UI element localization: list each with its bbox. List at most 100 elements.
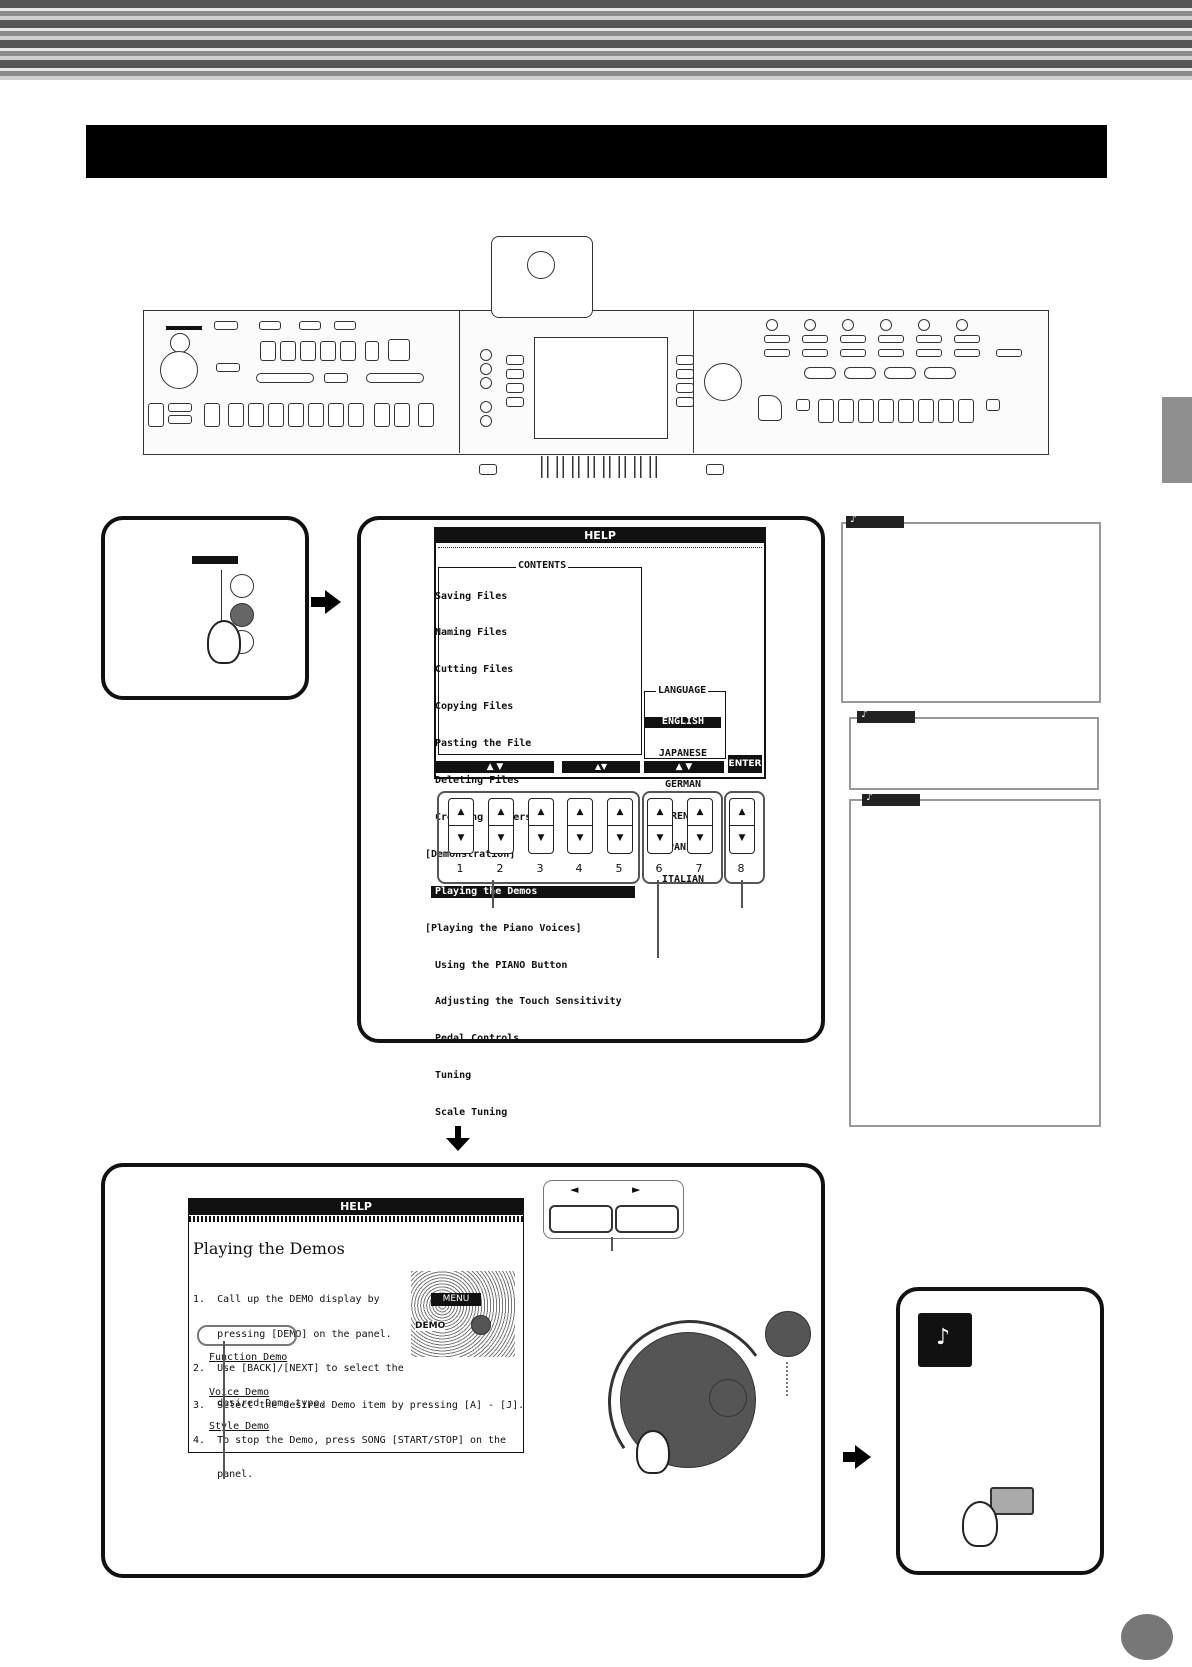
step1-box <box>101 516 309 700</box>
help-header: HELP <box>436 529 764 543</box>
list-item[interactable]: Tuning <box>435 1070 472 1082</box>
panel-button <box>228 403 244 427</box>
panel-edge <box>221 570 254 652</box>
callout-bubble <box>491 236 593 318</box>
list-item[interactable]: Using the PIANO Button <box>435 959 568 971</box>
button-number: 3 <box>536 862 544 875</box>
panel-button <box>898 399 914 423</box>
step-line: panel. <box>217 1469 254 1480</box>
panel-button <box>268 403 284 427</box>
step-line: desired Demo type. <box>193 1397 326 1409</box>
link-function-demo[interactable]: Function Demo <box>209 1352 288 1363</box>
panel-button <box>328 403 344 427</box>
panel-button <box>230 574 254 598</box>
panel-button <box>340 341 356 361</box>
list-item[interactable]: Adjusting the Touch Sensitivity <box>435 996 622 1008</box>
panel-button <box>858 399 874 423</box>
arrow-right-icon <box>855 1445 871 1469</box>
panel-button <box>706 464 724 475</box>
next-button[interactable] <box>615 1205 679 1233</box>
language-item[interactable]: GERMAN <box>664 779 702 790</box>
panel-label-bar <box>166 326 202 330</box>
panel-button <box>418 403 434 427</box>
scroll-arrows-button-6[interactable]: ▲▼ <box>562 761 640 773</box>
button-number: 4 <box>575 862 583 875</box>
language-item[interactable]: SPANISH <box>661 842 705 853</box>
data-dial[interactable] <box>620 1332 756 1468</box>
updown-button-6[interactable]: ▲▼ <box>647 798 673 854</box>
language-item[interactable]: ITALIAN <box>661 873 705 885</box>
exit-button[interactable] <box>765 1311 811 1357</box>
leader-line <box>223 1341 225 1479</box>
pressing-hand-icon <box>962 1501 998 1547</box>
updown-button-8[interactable]: ▲▼ <box>729 798 755 854</box>
list-item[interactable]: Cutting Files <box>435 664 514 676</box>
panel-button <box>365 341 379 361</box>
updown-button-3[interactable]: ▲▼ <box>528 798 554 854</box>
panel-button <box>840 349 866 357</box>
updown-button-4[interactable]: ▲▼ <box>567 798 593 854</box>
panel-button <box>954 349 980 357</box>
panel-button <box>676 355 694 365</box>
button-number: 1 <box>456 862 464 875</box>
panel-button <box>938 399 954 423</box>
panel-button <box>802 349 828 357</box>
list-item[interactable]: Pedal Controls <box>435 1033 520 1045</box>
inset-demo-label: DEMO <box>415 1321 446 1331</box>
panel-button <box>676 397 694 407</box>
note-icon: ♪ <box>866 792 873 803</box>
list-item[interactable]: Deleting Files <box>435 775 520 787</box>
panel-button <box>506 355 524 365</box>
arrow-right-icon <box>325 590 341 614</box>
list-item[interactable]: Scale Tuning <box>435 1107 508 1119</box>
language-item-selected[interactable]: ENGLISH <box>645 716 721 728</box>
panel-button <box>479 464 497 475</box>
note-tag: ♪ <box>846 514 904 528</box>
panel-label-bar <box>192 556 238 564</box>
updown-button-1[interactable]: ▲▼ <box>448 798 474 854</box>
enter-button[interactable]: ENTER <box>728 755 762 773</box>
note-icon: ♪ <box>936 1325 951 1350</box>
step-line: 1. Call up the DEMO display by <box>193 1294 380 1305</box>
panel-button <box>259 321 281 330</box>
panel-button <box>324 373 348 383</box>
list-section: [Demonstration] <box>425 848 516 860</box>
scroll-arrows-button-1-5[interactable]: ▲ ▼ <box>436 761 554 773</box>
note-box-1 <box>841 522 1101 703</box>
list-item[interactable]: Pasting the File <box>435 738 532 750</box>
list-item[interactable]: Saving Files <box>435 590 508 602</box>
panel-button <box>878 335 904 343</box>
panel-button <box>308 403 324 427</box>
updown-button-5[interactable]: ▲▼ <box>607 798 633 854</box>
panel-button <box>878 349 904 357</box>
exit-panel-button[interactable] <box>990 1487 1034 1515</box>
list-item-selected[interactable]: Playing the Demos <box>431 885 635 899</box>
contents-title: CONTENTS <box>516 560 569 573</box>
list-item[interactable]: Naming Files <box>435 627 508 639</box>
arrow-down-icon <box>455 1126 461 1138</box>
updown-button-2[interactable]: ▲▼ <box>488 798 514 854</box>
dial-finger-grip <box>709 1379 747 1417</box>
panel-button <box>320 341 336 361</box>
inset-panel-image: MENU DEMO <box>411 1271 515 1357</box>
panel-knob <box>842 319 854 331</box>
list-item[interactable]: Copying Files <box>435 701 514 713</box>
panel-data-dial <box>704 363 742 401</box>
step-line: 4. To stop the Demo, press SONG [START/S… <box>193 1434 507 1446</box>
arrow-right-icon <box>843 1452 855 1462</box>
pressing-hand-icon <box>207 620 241 664</box>
panel-button <box>204 403 220 427</box>
panel-button <box>480 377 492 389</box>
panel-button <box>916 349 942 357</box>
back-button[interactable] <box>549 1205 613 1233</box>
language-item[interactable]: FRENCH <box>664 810 702 822</box>
panel-button <box>480 415 492 427</box>
language-item[interactable]: JAPANESE <box>658 747 708 759</box>
leader-line <box>611 1237 613 1251</box>
panel-knob <box>766 319 778 331</box>
list-section: [Playing the Piano Voices] <box>425 922 582 934</box>
panel-button <box>168 403 192 412</box>
help-lcd-demos: HELP Playing the Demos 1. Call up the DE… <box>188 1198 524 1480</box>
scroll-arrows-button-7[interactable]: ▲ ▼ <box>644 761 724 773</box>
updown-button-7[interactable]: ▲▼ <box>687 798 713 854</box>
